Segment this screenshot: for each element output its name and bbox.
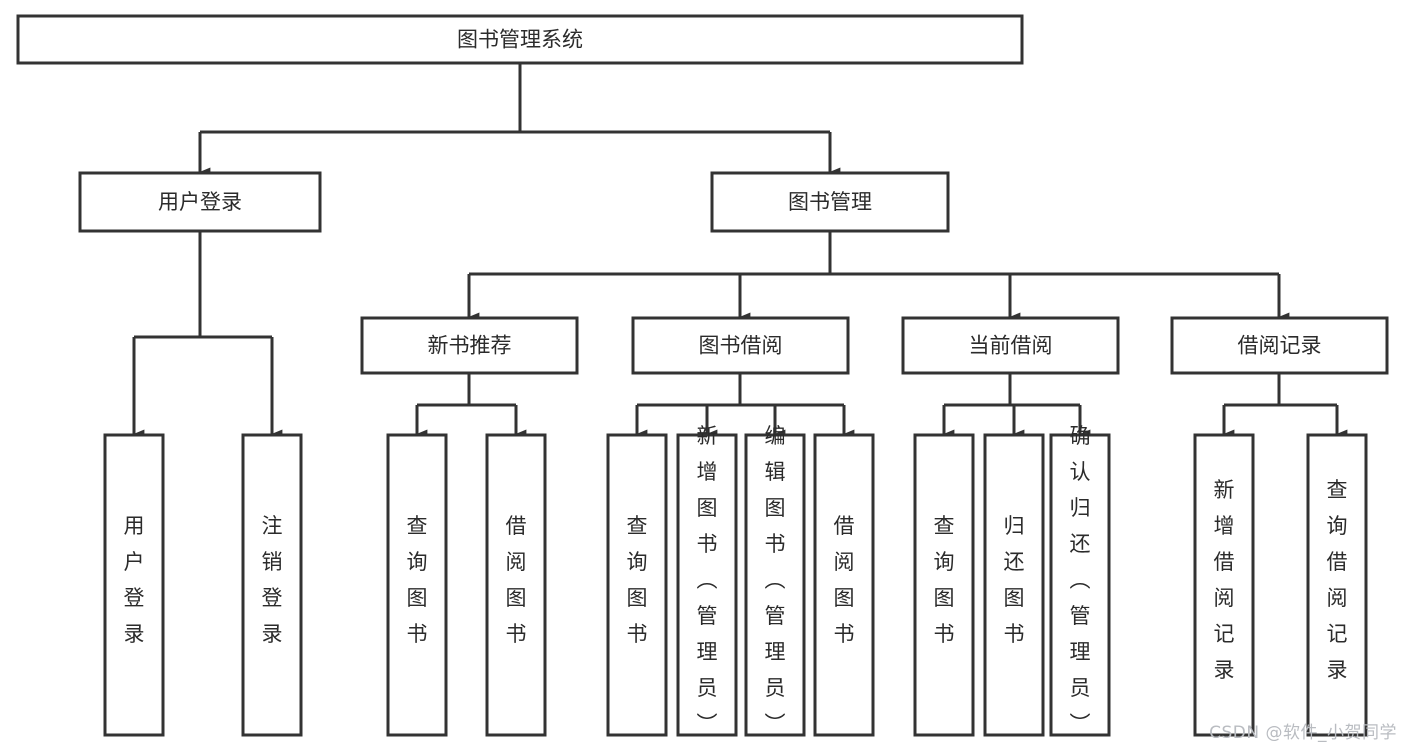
node-leaf-logout[interactable]: 注销登录 — [241, 433, 303, 737]
node-box[interactable] — [78, 171, 322, 233]
node-label: 新增借阅记录 — [1214, 478, 1235, 682]
connector-current-bus — [942, 373, 1091, 439]
node-label: 查询图书 — [934, 514, 955, 646]
node-leaf-query-borrow-record[interactable]: 查询借阅记录 — [1306, 433, 1368, 737]
node-current-borrow[interactable]: 当前借阅 — [901, 316, 1120, 375]
node-box[interactable] — [813, 433, 875, 737]
node-label: 归还图书 — [1004, 514, 1025, 646]
node-label: 用户登录 — [124, 514, 145, 646]
node-box[interactable] — [1049, 433, 1111, 737]
node-box[interactable] — [16, 14, 1024, 65]
node-box[interactable] — [1170, 316, 1389, 375]
node-leaf-borrow-book-1[interactable]: 借阅图书 — [485, 433, 547, 737]
node-label: 图书管理 — [788, 190, 872, 214]
node-label: 查询图书 — [627, 514, 648, 646]
node-leaf-return-book[interactable]: 归还图书 — [983, 433, 1045, 737]
node-user-login[interactable]: 用户登录 — [78, 171, 322, 233]
node-box[interactable] — [710, 171, 950, 233]
node-leaf-user-login[interactable]: 用户登录 — [103, 433, 165, 737]
node-label: 确认归还︵管理员︶ — [1070, 424, 1091, 736]
node-box[interactable] — [744, 433, 806, 737]
nodes-layer: 图书管理系统用户登录图书管理新书推荐图书借阅当前借阅借阅记录用户登录注销登录查询… — [16, 14, 1389, 737]
node-box[interactable] — [103, 433, 165, 737]
node-borrow-record[interactable]: 借阅记录 — [1170, 316, 1389, 375]
node-label: 借阅图书 — [506, 514, 527, 646]
connector-book-manage-bus — [467, 231, 1290, 322]
edges-layer — [132, 63, 1348, 439]
node-leaf-query-book-1[interactable]: 查询图书 — [386, 433, 448, 737]
connector-record-bus — [1222, 373, 1348, 439]
node-leaf-query-book-3[interactable]: 查询图书 — [913, 433, 975, 737]
node-label: 注销登录 — [262, 514, 283, 646]
node-leaf-query-book-2[interactable]: 查询图书 — [606, 433, 668, 737]
node-book-manage[interactable]: 图书管理 — [710, 171, 950, 233]
node-label: 当前借阅 — [969, 334, 1053, 358]
node-label: 查询借阅记录 — [1327, 478, 1348, 682]
node-new-book-recommend[interactable]: 新书推荐 — [360, 316, 579, 375]
node-box[interactable] — [983, 433, 1045, 737]
connector-book-borrow-bus — [635, 373, 855, 439]
node-label: 借阅记录 — [1238, 334, 1322, 358]
node-leaf-add-book[interactable]: 新增图书︵管理员︶ — [676, 424, 738, 737]
node-box[interactable] — [360, 316, 579, 375]
node-label: 新增图书︵管理员︶ — [697, 424, 718, 736]
node-label: 借阅图书 — [834, 514, 855, 646]
node-label: 新书推荐 — [428, 334, 512, 358]
node-label: 用户登录 — [158, 190, 242, 214]
node-leaf-edit-book[interactable]: 编辑图书︵管理员︶ — [744, 424, 806, 737]
node-book-borrow[interactable]: 图书借阅 — [631, 316, 850, 375]
node-box[interactable] — [1193, 433, 1255, 737]
node-box[interactable] — [631, 316, 850, 375]
node-leaf-add-borrow-record[interactable]: 新增借阅记录 — [1193, 433, 1255, 737]
node-root[interactable]: 图书管理系统 — [16, 14, 1024, 65]
node-box[interactable] — [1306, 433, 1368, 737]
node-box[interactable] — [485, 433, 547, 737]
node-label: 查询图书 — [407, 514, 428, 646]
node-box[interactable] — [901, 316, 1120, 375]
node-box[interactable] — [913, 433, 975, 737]
node-leaf-confirm-return[interactable]: 确认归还︵管理员︶ — [1049, 424, 1111, 737]
connector-new-book-bus — [415, 373, 527, 439]
node-box[interactable] — [386, 433, 448, 737]
node-label: 图书管理系统 — [457, 28, 583, 52]
connector-user-login-bus — [132, 231, 283, 439]
node-label: 编辑图书︵管理员︶ — [765, 424, 786, 736]
node-box[interactable] — [606, 433, 668, 737]
connector-root-bus — [198, 63, 841, 177]
node-box[interactable] — [241, 433, 303, 737]
node-label: 图书借阅 — [699, 334, 783, 358]
node-box[interactable] — [676, 433, 738, 737]
node-leaf-borrow-book-2[interactable]: 借阅图书 — [813, 433, 875, 737]
